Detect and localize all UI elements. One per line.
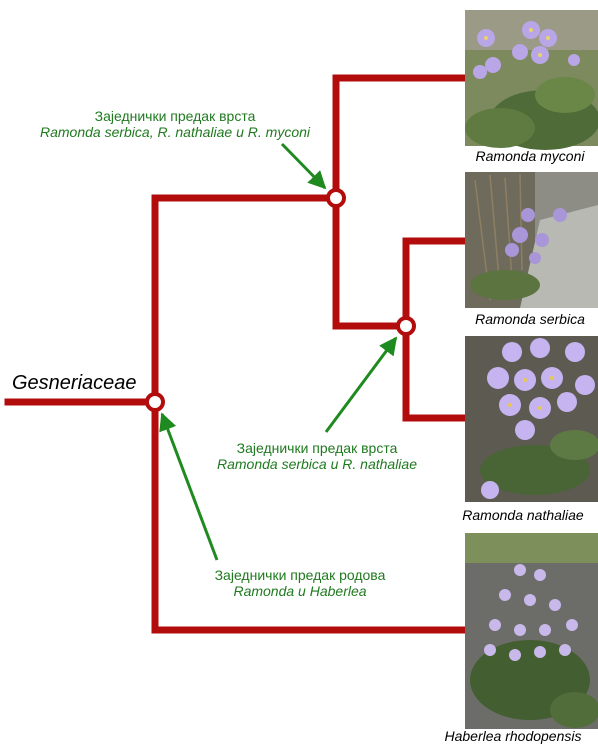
photo-ramonda-nathaliae (465, 336, 598, 502)
annotation-line1: Заједнички предак родова (190, 567, 410, 583)
caption-ramonda-myconi: Ramonda myconi (462, 148, 598, 164)
annotation-serbica-nathaliae-ancestor: Заједнички предак врста Ramonda serbica … (192, 440, 442, 472)
annotation-line1: Заједнички предак врста (192, 440, 442, 456)
caption-ramonda-serbica: Ramonda serbica (462, 311, 598, 327)
photo-haberlea-rhodopensis (465, 533, 598, 729)
node-serbica-nathaliae (398, 318, 414, 334)
annotation-line1: Заједнички предак врста (10, 108, 340, 124)
node-ramonda-haberlea (147, 394, 163, 410)
photo-ramonda-serbica (465, 172, 598, 308)
caption-ramonda-nathaliae: Ramonda nathaliae (448, 507, 598, 523)
caption-haberlea-rhodopensis: Haberlea rhodopensis (428, 728, 598, 744)
annotation-genera-ancestor: Заједнички предак родова Ramonda и Haber… (190, 567, 410, 599)
root-label: Gesneriaceae (12, 372, 137, 395)
annotation-line2: Ramonda и Haberlea (190, 583, 410, 599)
annotation-ramonda-ancestor: Заједнички предак врста Ramonda serbica,… (10, 108, 340, 140)
arrow-to-node-ramonda-haberlea (162, 414, 217, 560)
arrow-to-node-ramonda (282, 144, 325, 188)
annotation-line2: Ramonda serbica, R. nathaliae и R. mycon… (10, 124, 340, 140)
node-ramonda (328, 190, 344, 206)
photo-ramonda-myconi (465, 10, 598, 150)
arrow-to-node-serbica-nathaliae (326, 338, 396, 432)
annotation-line2: Ramonda serbica и R. nathaliae (192, 456, 442, 472)
